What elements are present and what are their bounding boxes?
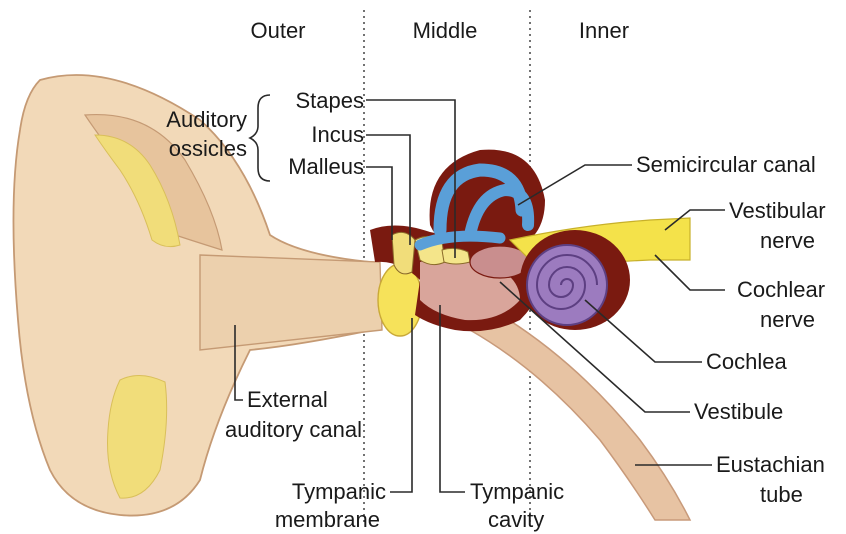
region-outer-label: Outer [250,18,305,43]
ossicles-group-label-line1: Auditory [166,107,247,132]
region-inner-label: Inner [579,18,629,43]
tympanic-membrane-label-line2: membrane [275,507,380,532]
stapes-shape [442,248,470,264]
cochlear-nerve-label-line1: Cochlear [737,277,825,302]
semicircular-canal-label: Semicircular canal [636,152,816,177]
eustachian-tube-label-line2: tube [760,482,803,507]
tympanic-membrane-leader [390,318,412,492]
cochlea-shape [527,245,607,325]
vestibular-nerve-label-line2: nerve [760,228,815,253]
malleus-shape [392,232,415,273]
incus-label: Incus [311,122,364,147]
ossicles-group-label-line2: ossicles [169,136,247,161]
external-canal-label-line1: External [247,387,328,412]
ossicles-brace [250,95,270,181]
cochlear-nerve-label-line2: nerve [760,307,815,332]
vestibule-label: Vestibule [694,399,783,424]
tympanic-cavity-label-line1: Tympanic [470,479,564,504]
tympanic-cavity-label-line2: cavity [488,507,544,532]
region-middle-label: Middle [413,18,478,43]
tympanic-membrane-label-line1: Tympanic [292,479,386,504]
cochlea-label: Cochlea [706,349,787,374]
eustachian-tube-label-line1: Eustachian [716,452,825,477]
stapes-label: Stapes [296,88,365,113]
ear-canal-shape [200,255,382,350]
tympanic-cavity-leader [440,305,465,492]
malleus-label: Malleus [288,154,364,179]
external-canal-label-line2: auditory canal [225,417,362,442]
vestibular-nerve-label-line1: Vestibular [729,198,826,223]
